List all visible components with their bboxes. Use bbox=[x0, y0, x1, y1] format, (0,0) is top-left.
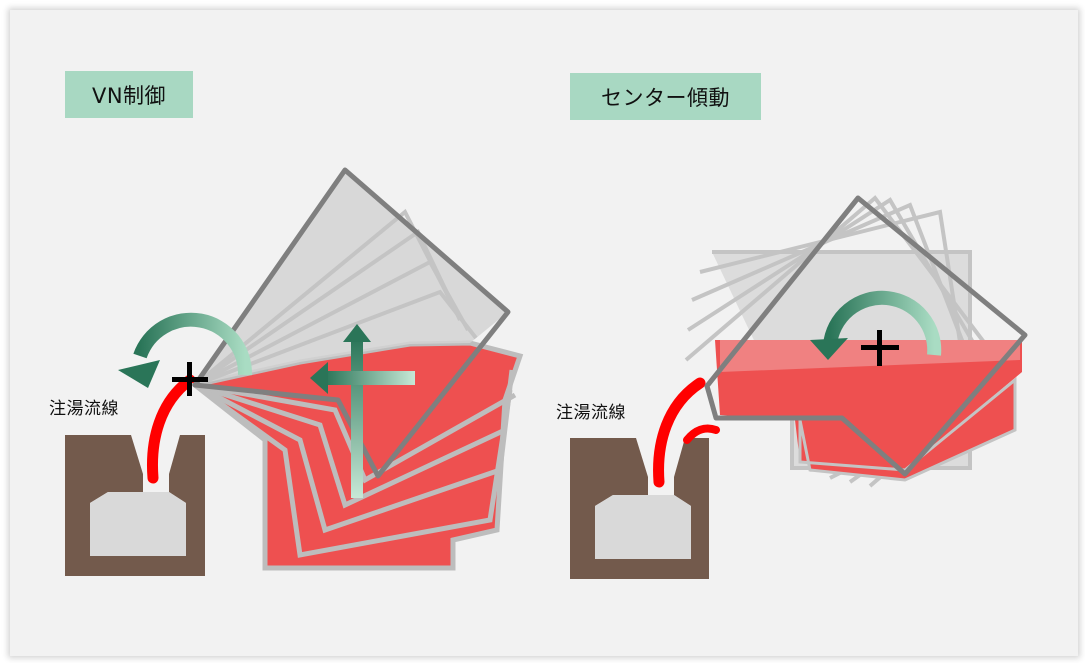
left-mold-cavity bbox=[90, 492, 186, 556]
right-pouring-stream bbox=[653, 377, 706, 488]
left-rotation-arrow bbox=[118, 312, 253, 388]
right-mold bbox=[570, 438, 709, 579]
right-rotation-arrow bbox=[810, 290, 942, 360]
center-tilt-title: センター傾動 bbox=[570, 73, 761, 120]
right-ladle-stack bbox=[684, 195, 1028, 488]
left-mold bbox=[65, 435, 205, 576]
left-pouring-stream bbox=[147, 374, 196, 484]
left-stream-label: 注湯流線 bbox=[49, 399, 119, 419]
right-stream-label: 注湯流線 bbox=[556, 403, 626, 423]
right-pivot-plus-icon bbox=[861, 330, 899, 366]
left-pivot-plus-icon bbox=[172, 362, 208, 396]
right-mold-cavity bbox=[595, 495, 691, 559]
right-stream-tail bbox=[683, 424, 720, 444]
vn-control-title: VN制御 bbox=[65, 71, 193, 118]
left-horizontal-arrow bbox=[310, 362, 415, 394]
